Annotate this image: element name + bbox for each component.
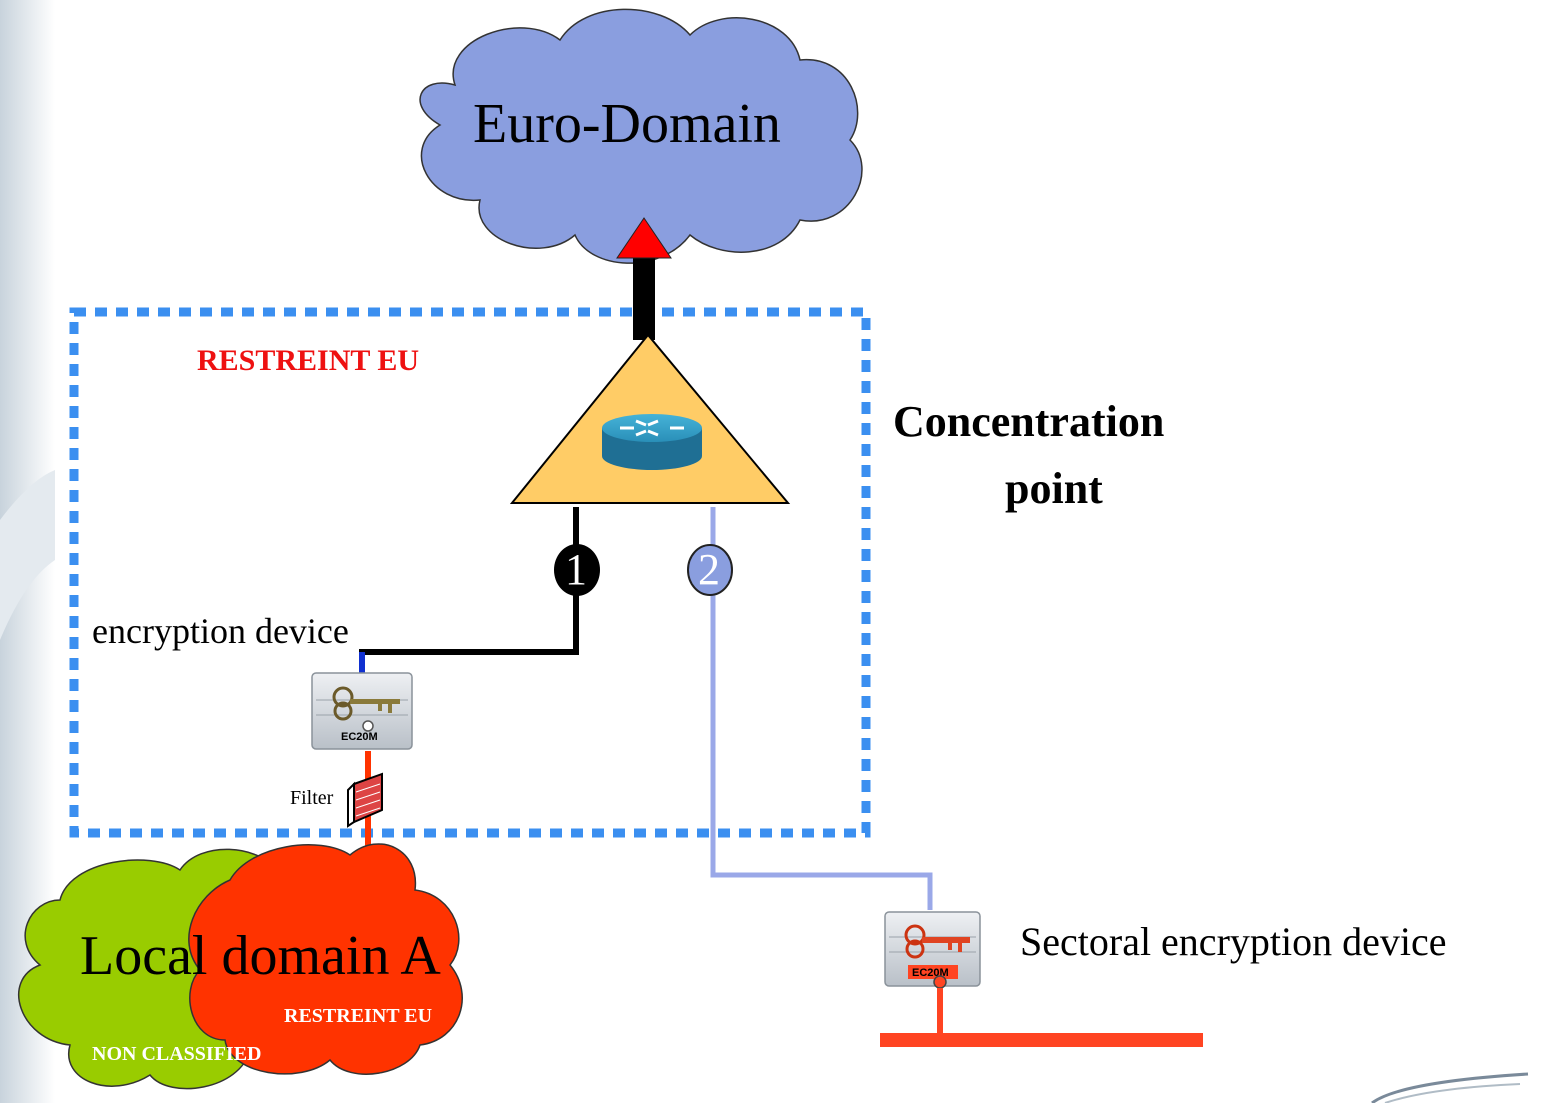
key-icon xyxy=(904,924,970,959)
link-1-badge xyxy=(554,544,600,596)
side-decoration-swoosh xyxy=(0,470,55,640)
local-domain-label: Local domain A xyxy=(80,925,441,987)
uplink-line xyxy=(633,245,655,340)
link-2-number: 2 xyxy=(698,545,720,594)
sectoral-lan-bar xyxy=(880,1033,1203,1047)
router-icon xyxy=(602,414,702,470)
restreint-zone-border xyxy=(69,307,871,838)
logo-swoosh xyxy=(1371,1072,1529,1103)
concentration-point-label-line2: point xyxy=(1005,464,1103,513)
concentration-point-label-line1: Concentration xyxy=(893,397,1165,446)
local-domain-restreint-label: RESTREINT EU xyxy=(284,1005,433,1027)
encryption-device-icon: EC20M xyxy=(311,672,413,750)
logo-swoosh-2 xyxy=(1384,1083,1521,1103)
local-domain-red-cloud xyxy=(188,843,463,1075)
encryption-device-label: encryption device xyxy=(92,611,349,651)
key-icon xyxy=(332,686,400,721)
firewall-icon xyxy=(347,772,383,828)
encryption-device-model: EC20M xyxy=(341,731,378,743)
restreint-zone-label: RESTREINT EU xyxy=(197,344,420,377)
link-1-number: 1 xyxy=(565,545,587,594)
euro-domain-label: Euro-Domain xyxy=(473,93,781,155)
euro-domain-cloud xyxy=(419,8,863,264)
link-2-badge xyxy=(687,544,733,596)
filter-label: Filter xyxy=(290,787,334,809)
local-domain-nonclassified-label: NON CLASSIFIED xyxy=(92,1043,262,1065)
uplink-arrow-icon xyxy=(616,217,672,259)
link-1-line xyxy=(359,507,579,672)
sectoral-device-label: Sectoral encryption device xyxy=(1020,919,1447,964)
link-2-line xyxy=(710,507,933,910)
sectoral-device-icon: EC20M xyxy=(884,911,981,989)
